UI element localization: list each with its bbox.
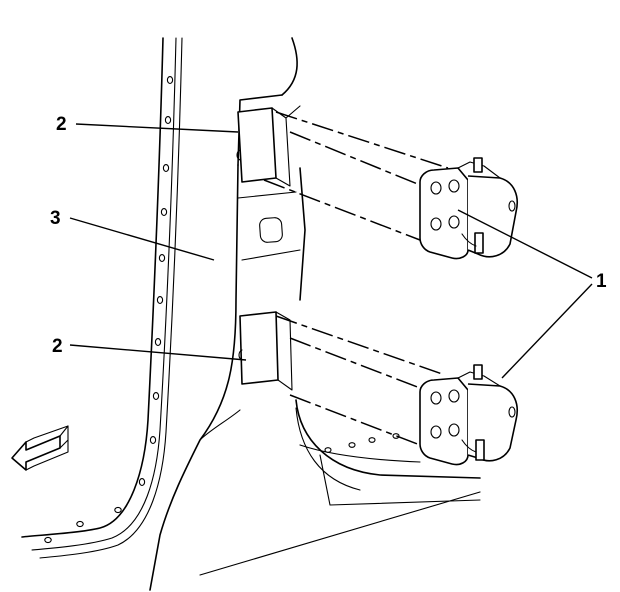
upper-hinge-pocket [236, 105, 301, 187]
alignment-lines [263, 111, 449, 446]
callout-pillar: 3 [50, 208, 61, 229]
callout-upper-pocket: 2 [56, 114, 67, 135]
callout-lower-pocket: 2 [52, 336, 63, 357]
upper-hinge [419, 157, 518, 260]
lower-hinge [419, 364, 518, 466]
body-pillar [21, 37, 306, 591]
callout-hinge: 1 [596, 271, 607, 292]
flange-holes [44, 76, 174, 544]
lower-hinge-pocket [238, 311, 293, 391]
rocker-panel [199, 399, 481, 576]
front-direction-arrow-icon [11, 425, 69, 471]
leader-lines [69, 123, 593, 379]
